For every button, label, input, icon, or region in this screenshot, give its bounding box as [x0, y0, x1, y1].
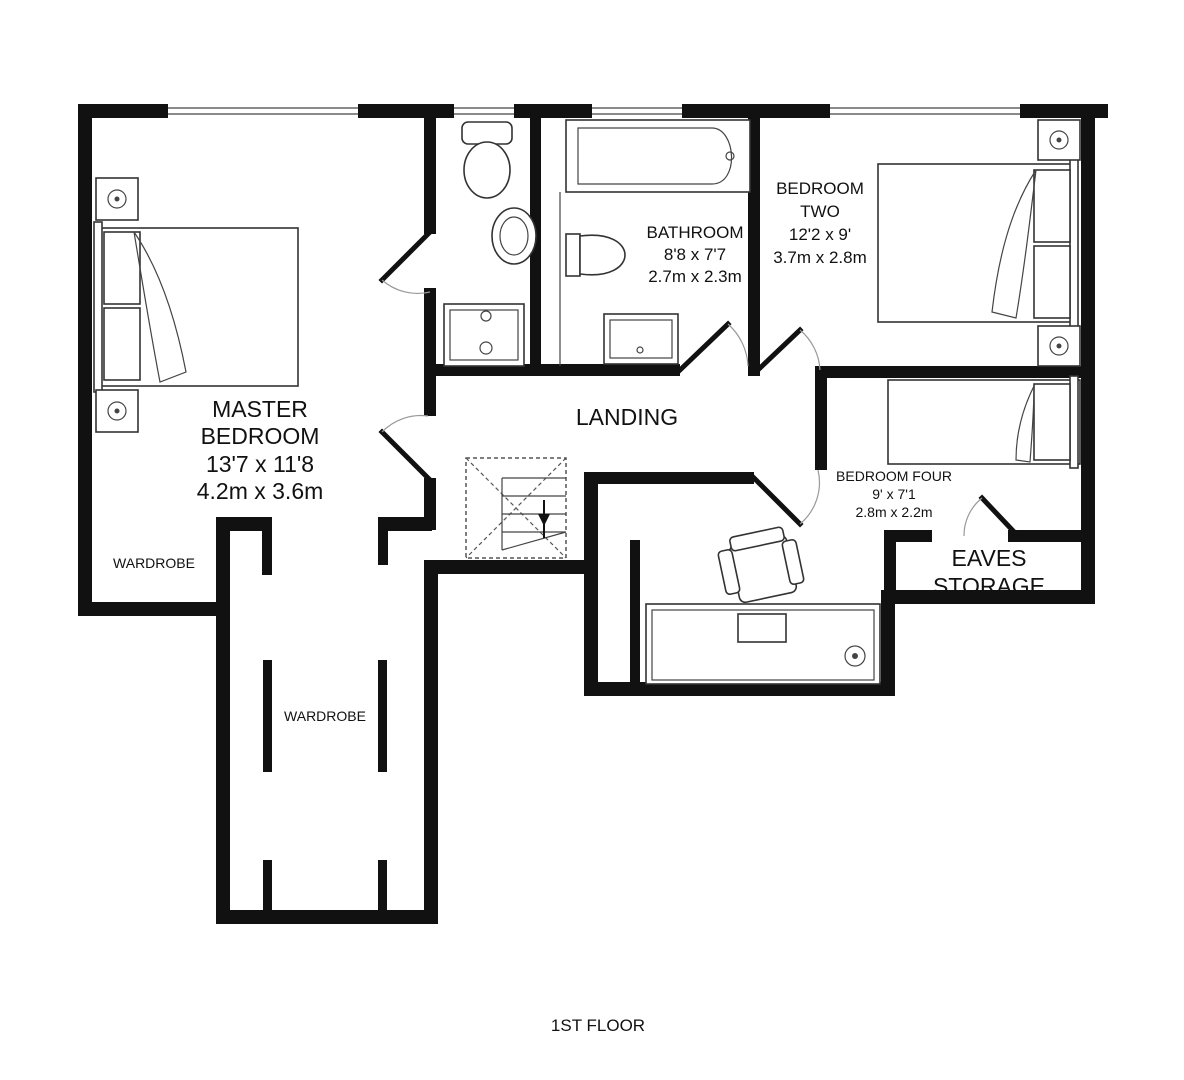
walls — [78, 104, 1108, 924]
bathroom-imperial: 8'8 x 7'7 — [664, 245, 726, 264]
bedroom-four-metric: 2.8m x 2.2m — [855, 504, 932, 520]
ensuite-fixtures — [443, 121, 537, 367]
bedroom-two-metric: 3.7m x 2.8m — [773, 248, 867, 267]
doors — [378, 230, 1020, 538]
bedroom-two-bed — [877, 119, 1081, 367]
windows — [168, 104, 1020, 118]
bedroom-four-imperial: 9' x 7'1 — [872, 486, 916, 502]
bathroom-fixtures — [559, 119, 751, 366]
master-bed — [93, 221, 299, 393]
desk-and-chair — [645, 526, 881, 685]
landing-label: LANDING — [576, 404, 678, 430]
side-wardrobe-label: WARDROBE — [113, 555, 195, 571]
bedroom-two-label-line1: BEDROOM — [776, 179, 864, 198]
bathroom-label: BATHROOM — [647, 223, 744, 242]
master-bedroom-imperial: 13'7 x 11'8 — [206, 451, 314, 477]
master-bedroom-label-line2: BEDROOM — [201, 423, 320, 449]
eaves-storage-label-line2: STORAGE — [933, 573, 1045, 599]
master-nightstands — [95, 177, 139, 433]
bedroom-four-label: BEDROOM FOUR — [836, 468, 952, 484]
bedroom-two-imperial: 12'2 x 9' — [789, 225, 851, 244]
bedroom-four-bed — [887, 375, 1081, 469]
room-labels: MASTER BEDROOM 13'7 x 11'8 4.2m x 3.6m B… — [113, 179, 1045, 1035]
floor-label: 1ST FLOOR — [551, 1016, 645, 1035]
walkin-wardrobe-label: WARDROBE — [284, 708, 366, 724]
bedroom-two-label-line2: TWO — [800, 202, 840, 221]
staircase — [465, 457, 567, 559]
master-bedroom-label-line1: MASTER — [212, 396, 308, 422]
master-bedroom-metric: 4.2m x 3.6m — [197, 478, 324, 504]
eaves-storage-label-line1: EAVES — [952, 545, 1027, 571]
bathroom-metric: 2.7m x 2.3m — [648, 267, 742, 286]
